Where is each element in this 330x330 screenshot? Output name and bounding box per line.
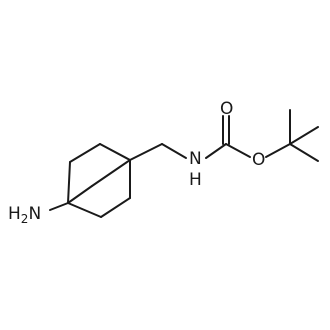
- bond: [99, 143, 131, 161]
- amine-label: H2N: [8, 204, 41, 226]
- bond: [69, 143, 101, 163]
- bond: [67, 202, 102, 218]
- amine-subscript: 2: [21, 212, 29, 226]
- bond: [67, 161, 71, 204]
- bond: [49, 202, 69, 211]
- bond: [100, 197, 131, 218]
- bond: [91, 159, 131, 187]
- bond: [225, 143, 251, 158]
- ester-o-label: O: [252, 150, 265, 170]
- amide-h-label: H: [189, 170, 202, 190]
- bond-lines: [49, 109, 319, 218]
- bond: [129, 143, 163, 161]
- carbonyl-o-label: O: [220, 99, 233, 119]
- amine-n: N: [28, 204, 41, 224]
- amide-n-label: N: [189, 149, 202, 169]
- bond: [161, 143, 187, 159]
- atom-labels: H2N N H O O: [8, 99, 265, 226]
- bond: [205, 143, 227, 159]
- bond: [289, 126, 319, 145]
- bond: [67, 185, 93, 204]
- bond: [265, 143, 291, 158]
- amine-h: H: [8, 204, 21, 224]
- bond: [289, 143, 319, 162]
